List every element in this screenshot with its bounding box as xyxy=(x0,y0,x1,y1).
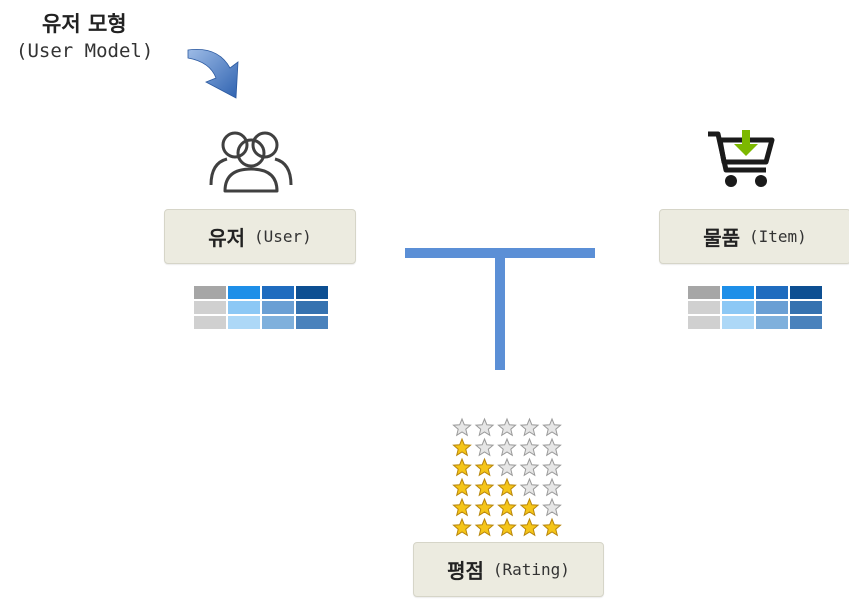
star-empty-icon xyxy=(474,437,495,457)
table-cell xyxy=(194,301,226,314)
user-label-en: (User) xyxy=(254,227,312,246)
star-filled-icon xyxy=(542,517,562,537)
table-cell xyxy=(262,316,294,329)
table-cell xyxy=(262,286,294,299)
star-filled-icon xyxy=(474,497,495,517)
table-cell xyxy=(756,286,788,299)
table-cell xyxy=(688,286,720,299)
rating-node: 평점 (Rating) xyxy=(413,542,604,597)
rating-label-en: (Rating) xyxy=(492,560,570,579)
star-filled-icon xyxy=(452,517,472,537)
table-cell xyxy=(194,286,226,299)
table-cell xyxy=(790,286,822,299)
star-empty-icon xyxy=(497,417,517,437)
table-cell xyxy=(688,301,720,314)
star-empty-icon xyxy=(452,417,472,437)
table-cell xyxy=(790,301,822,314)
star-filled-icon xyxy=(474,517,495,537)
table-cell xyxy=(790,316,822,329)
item-label-en: (Item) xyxy=(749,227,807,246)
user-node: 유저 (User) xyxy=(164,209,356,264)
table-cell xyxy=(296,286,328,299)
user-label-ko: 유저 xyxy=(208,226,245,250)
star-filled-icon xyxy=(497,477,517,497)
star-filled-icon xyxy=(474,477,495,497)
star-empty-icon xyxy=(497,437,517,457)
star-empty-icon xyxy=(519,457,540,477)
table-cell xyxy=(262,301,294,314)
star-filled-icon xyxy=(519,517,540,537)
star-filled-icon xyxy=(452,457,472,477)
table-cell xyxy=(722,301,754,314)
star-filled-icon xyxy=(452,437,472,457)
table-cell xyxy=(756,301,788,314)
shopping-cart-icon xyxy=(708,130,775,187)
user-table-icon xyxy=(194,286,328,329)
diagram-subtitle: (User Model) xyxy=(16,40,154,62)
table-cell xyxy=(688,316,720,329)
star-empty-icon xyxy=(542,477,562,497)
star-filled-icon xyxy=(519,497,540,517)
rating-label-ko: 평점 xyxy=(447,559,484,583)
star-empty-icon xyxy=(474,417,495,437)
star-empty-icon xyxy=(542,457,562,477)
star-filled-icon xyxy=(452,477,472,497)
table-cell xyxy=(722,286,754,299)
star-empty-icon xyxy=(542,497,562,517)
item-table-icon xyxy=(688,286,822,329)
star-empty-icon xyxy=(519,477,540,497)
star-empty-icon xyxy=(519,417,540,437)
table-cell xyxy=(228,286,260,299)
star-rating-icon xyxy=(452,417,562,537)
star-filled-icon xyxy=(452,497,472,517)
star-empty-icon xyxy=(519,437,540,457)
diagram-title: 유저 모형 xyxy=(42,12,127,36)
table-cell xyxy=(296,316,328,329)
star-filled-icon xyxy=(474,457,495,477)
curved-arrow-icon xyxy=(187,49,239,99)
star-empty-icon xyxy=(542,437,562,457)
table-cell xyxy=(228,301,260,314)
table-cell xyxy=(228,316,260,329)
star-empty-icon xyxy=(497,457,517,477)
item-node: 물품 (Item) xyxy=(659,209,849,264)
star-empty-icon xyxy=(542,417,562,437)
table-cell xyxy=(722,316,754,329)
star-filled-icon xyxy=(497,517,517,537)
table-cell xyxy=(296,301,328,314)
users-icon xyxy=(209,131,293,193)
t-connector xyxy=(405,248,595,370)
table-cell xyxy=(194,316,226,329)
item-label-ko: 물품 xyxy=(703,226,740,250)
table-cell xyxy=(756,316,788,329)
star-filled-icon xyxy=(497,497,517,517)
